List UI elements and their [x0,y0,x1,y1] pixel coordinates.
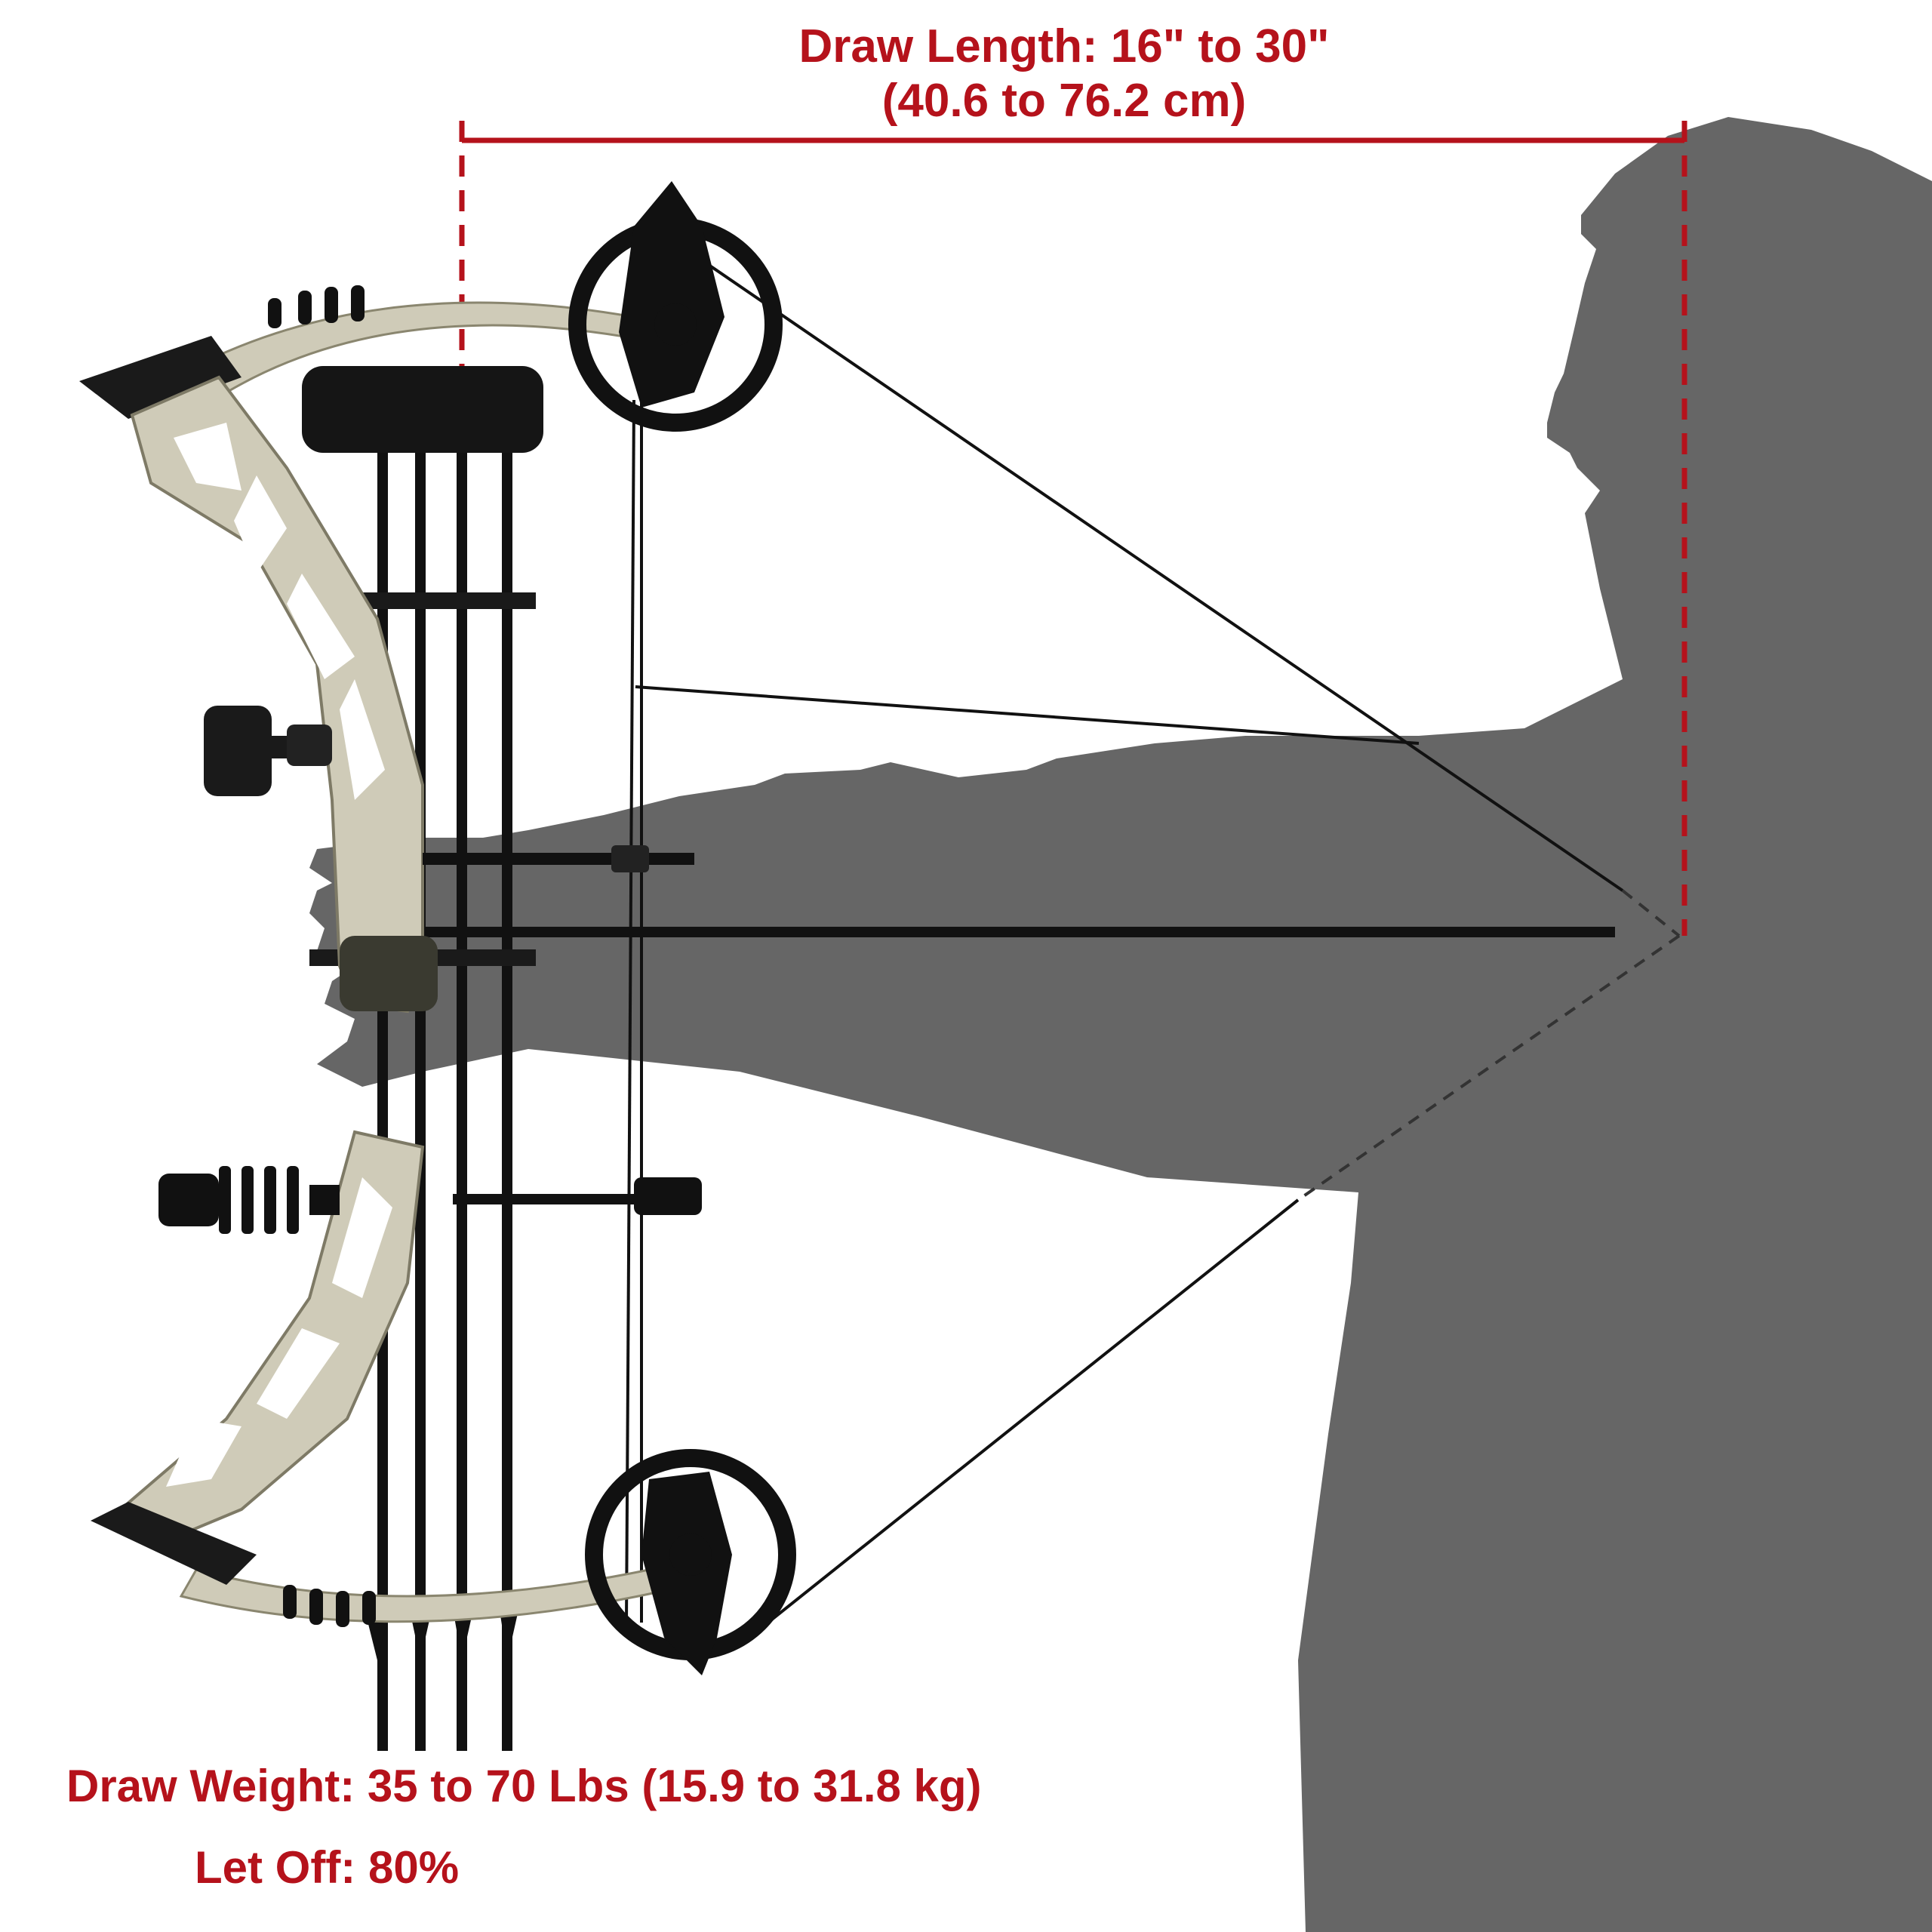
let-off-label: Let Off: 80% [195,1842,460,1893]
nocked-arrow [423,927,1615,937]
string-stop [453,1194,679,1204]
arrow-rest-block [611,845,649,872]
limb-dampeners-lower [283,1585,376,1627]
string-stop-bumper [634,1177,702,1215]
draw-length-label: Draw Length: 16" to 30" (40.6 to 76.2 cm… [792,20,1336,128]
archer-silhouette [309,117,1932,1932]
bowstring [625,217,1624,1647]
limb-pocket-upper [79,336,242,419]
quiver-hood [302,366,543,453]
bow-sight [204,706,332,796]
riser-cutouts [166,423,392,1487]
grip [340,936,438,1011]
draw-length-line2: (40.6 to 76.2 cm) [881,75,1247,127]
draw-length-line1: Draw Length: 16" to 30" [798,20,1330,72]
bowstring-dashed [1297,889,1681,1201]
lower-cam [585,1449,796,1675]
stabilizer [158,1166,340,1234]
draw-weight-label: Draw Weight: 35 to 70 Lbs (15.9 to 31.8 … [66,1761,982,1811]
limb-pocket-lower [91,1502,257,1585]
upper-cam [568,181,783,432]
arrow-rest [423,853,694,865]
quiver-arrows [362,377,521,1751]
limb-dampeners-upper [268,285,365,328]
